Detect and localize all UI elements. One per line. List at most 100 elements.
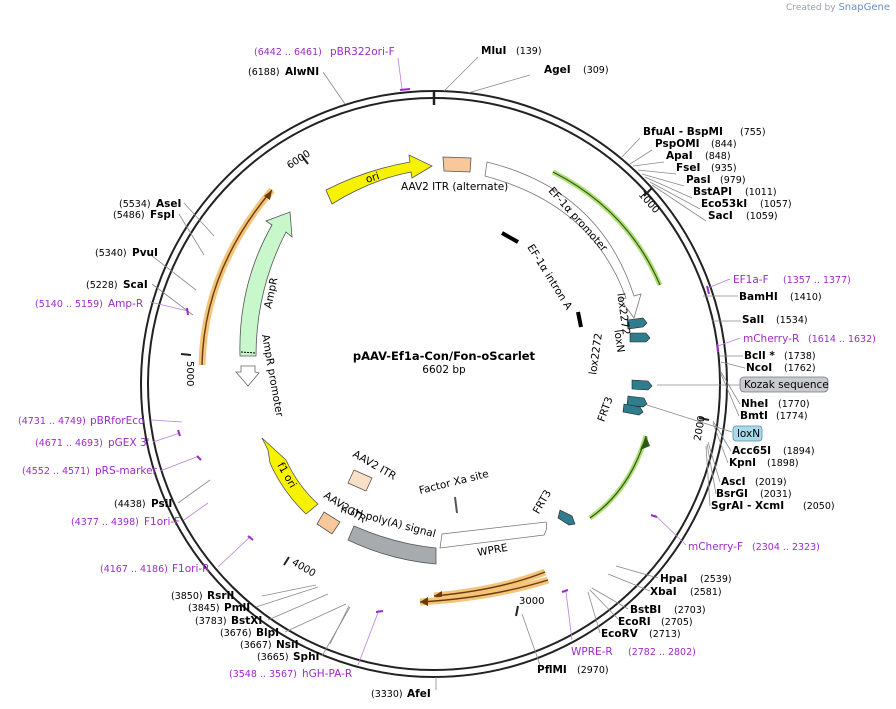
site-pflmi[interactable]: PflMI [537,664,567,676]
aav2-itr-box-1[interactable] [347,469,373,492]
site-psii[interactable]: PsiI [151,498,172,510]
kozak-box[interactable] [739,376,829,393]
site-asci[interactable]: AscI [721,476,746,488]
site-agei[interactable]: AgeI [544,64,571,76]
primer-ef1a-f[interactable]: EF1a-F [733,274,769,286]
site-pvui[interactable]: PvuI [132,247,158,259]
primer-pgex3[interactable]: pGEX 3' [108,437,150,449]
site-xbai-pos: (2581) [690,587,722,598]
plasmid-size: 6602 bp [422,364,466,376]
site-nsii[interactable]: NsiI [276,639,299,651]
site-sphi[interactable]: SphI [293,651,319,663]
site-alwni[interactable]: AlwNI [285,66,319,78]
frt3-site-1[interactable] [622,403,644,416]
primer-f1ori-r-pos: (4167 .. 4186) [100,564,168,575]
site-acc65i[interactable]: Acc65I [732,445,771,457]
site-asci-pos: (2019) [755,477,787,488]
site-bfuai-bspmi[interactable]: BfuAI - BspMI [643,126,723,138]
site-sali[interactable]: SalI [742,314,764,326]
site-pmli-pos: (3845) [188,603,220,614]
primer-pbr322ori-f[interactable]: pBR322ori-F [330,46,395,58]
site-bstapi[interactable]: BstAPI [693,186,732,198]
site-bmti[interactable]: BmtI [740,410,768,422]
primer-hgh-pa-r[interactable]: hGH-PA-R [302,668,352,680]
primer-pbrforeco[interactable]: pBRforEco [90,415,144,427]
wpre-box[interactable] [439,521,548,549]
site-rsrii[interactable]: RsrII [207,590,234,602]
primer-f1ori-r[interactable]: F1ori-R [172,563,209,575]
primer-f1ori-f-pos: (4377 .. 4398) [71,517,139,528]
site-ncoi[interactable]: NcoI [746,362,772,374]
aav2-itr-box-2[interactable] [316,511,341,535]
site-kpni[interactable]: KpnI [729,457,756,469]
site-pasi[interactable]: PasI [686,174,711,186]
site-afei[interactable]: AfeI [407,688,431,700]
tick-3000 [515,605,519,617]
tick-6000 [301,155,309,165]
site-xbai[interactable]: XbaI [650,586,677,598]
hgh-polya-box[interactable] [347,525,437,565]
site-bstxi[interactable]: BstXI [231,615,262,627]
primer-wpre-r-pos: (2782 .. 2802) [628,647,696,658]
primer-mcherry-f[interactable]: mCherry-F [688,541,743,553]
ampr-arrow[interactable] [239,211,293,357]
site-ecorv-pos: (2713) [649,629,681,640]
site-bstbi[interactable]: BstBI [630,604,661,616]
site-bcli-pos: (1738) [784,351,816,362]
lox2272-site-2[interactable] [631,379,653,391]
ef1a-intron-end-mark [576,311,583,328]
site-pspomi[interactable]: PspOMI [655,138,700,150]
frt3-site-2[interactable] [557,509,576,526]
site-bcli[interactable]: BclI * [744,350,775,362]
factor-xa-label: Factor Xa site [418,468,490,497]
primer-mcherry-r[interactable]: mCherry-R [743,333,799,345]
primer-f1ori-f[interactable]: F1ori-F [144,516,180,528]
site-asei[interactable]: AseI [156,198,181,210]
site-sgrai-xcmi[interactable]: SgrAI - XcmI [711,500,784,512]
site-blpi-pos: (3676) [220,628,252,639]
site-eco53ki-pos: (1057) [760,199,792,210]
loxN-site-1[interactable] [629,332,651,343]
site-bstbi-pos: (2703) [674,605,706,616]
boxed-labels: Kozak sequence loxN [732,376,829,442]
site-saci[interactable]: SacI [708,210,733,222]
site-mlui[interactable]: MluI [481,45,506,57]
primer-amp-r[interactable]: Amp-R [108,298,143,310]
primer-prs-marker[interactable]: pRS-marker [95,465,158,477]
loxN-box[interactable] [732,425,763,442]
tick-label-2000: 2000 [693,415,708,442]
orf-line-green-2 [589,435,647,519]
site-nsii-pos: (3667) [240,640,272,651]
f1-ori-arrow[interactable] [261,437,319,515]
ampr-promoter-arrow[interactable] [235,365,260,387]
ori-label: ori [364,170,381,186]
site-ecorv[interactable]: EcoRV [601,628,639,640]
site-nhei[interactable]: NheI [741,398,768,410]
site-scai[interactable]: ScaI [123,279,148,291]
loxN-site-2[interactable] [626,395,648,408]
site-leaders [146,56,746,690]
ef1a-promoter-arrow[interactable] [484,161,642,319]
site-hpai[interactable]: HpaI [660,573,687,585]
site-pflmi-pos: (2970) [577,665,609,676]
aav2-itr-alternate-box[interactable] [442,156,472,173]
tick-label-6000: 6000 [285,148,312,171]
frt3-label-1: FRT3 [596,395,616,423]
site-mlui-pos: (139) [516,46,542,57]
site-eco53ki[interactable]: Eco53kI [701,198,747,210]
site-blpi[interactable]: BlpI [256,627,279,639]
lox2272-site-1[interactable] [626,317,648,330]
primer-wpre-r[interactable]: WPRE-R [571,646,613,658]
site-rsrii-pos: (3850) [171,591,203,602]
site-bsrgi[interactable]: BsrGI [716,488,748,500]
site-apai-pos: (848) [705,151,731,162]
site-sphi-pos: (3665) [257,652,289,663]
site-bamhi[interactable]: BamHI [739,291,778,303]
site-ecori[interactable]: EcoRI [618,616,651,628]
ori-arrow[interactable] [325,154,433,205]
site-apai[interactable]: ApaI [666,150,693,162]
site-pmli[interactable]: PmlI [224,602,250,614]
site-fspi[interactable]: FspI [150,209,175,221]
site-fsei[interactable]: FseI [676,162,700,174]
factor-xa-mark [454,496,458,514]
